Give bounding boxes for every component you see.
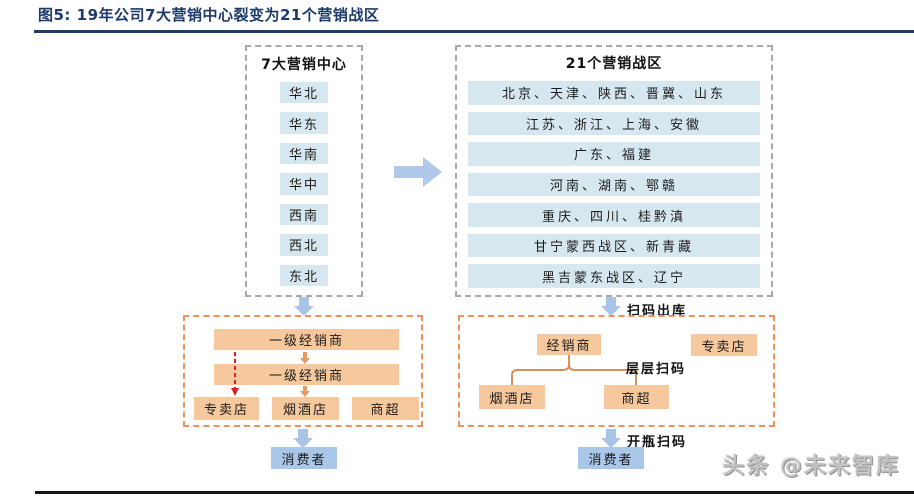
marketing-center-item: 华南 [280,142,328,165]
retailer-box: 烟酒店 [272,397,339,420]
war-zone-row: 广东、福建 [468,142,760,166]
retailer-box: 专卖店 [194,397,259,420]
war-zone-row: 重庆、四川、桂黔滇 [468,203,760,227]
tier2-dealer-box: 一级经销商 [214,364,399,385]
war-zone-row: 北京、天津、陕西、晋冀、山东 [468,81,760,105]
marketing-center-item: 华东 [280,112,328,134]
flow-arrow-down-icon [601,429,621,448]
flow-arrow-right-icon [394,157,442,187]
small-arrow-down-icon [300,386,310,397]
war-zone-row: 黑吉蒙东战区、辽宁 [468,264,760,289]
marketing-center-item: 西北 [280,234,328,256]
tier1-dealer-box: 一级经销商 [214,329,399,350]
marketing-center-item: 西南 [280,203,328,226]
bottom-divider [35,491,914,494]
flow-arrow-down-icon [293,429,313,448]
exclusive-store-box: 专卖店 [691,334,757,356]
marketing-center-item: 华中 [280,173,328,195]
retailer-box: 商超 [352,397,419,420]
war-zones-title: 21个营销战区 [565,56,663,72]
consumer-box: 消费者 [578,447,644,469]
dealer-box: 经销商 [537,334,601,355]
retailer-box: 商超 [604,385,669,409]
layer-scan-label: 层层扫码 [626,362,687,377]
small-arrow-down-icon [300,352,310,364]
war-zones-panel: 21个营销战区 北京、天津、陕西、晋冀、山东 江苏、浙江、上海、安徽 广东、福建… [455,45,773,297]
marketing-centers-panel: 7大营销中心 华北 华东 华南 华中 西南 西北 东北 [245,45,363,297]
marketing-center-item: 东北 [280,264,328,286]
consumer-box: 消费者 [271,447,337,469]
title-divider [34,30,914,33]
retailer-box: 烟酒店 [479,385,545,409]
marketing-centers-title: 7大营销中心 [261,57,347,73]
figure-title: 图5: 19年公司7大营销中心裂变为21个营销战区 [38,6,380,24]
flow-arrow-down-icon [601,297,621,316]
war-zone-row: 江苏、浙江、上海、安徽 [468,111,760,136]
marketing-center-item: 华北 [280,82,328,104]
new-channel-panel: 经销商 专卖店 层层扫码 烟酒店 商超 [458,315,775,427]
flow-arrow-down-icon [294,297,314,316]
dealer-bracket-connector [511,355,637,385]
watermark: 头条 @未来智库 [722,454,900,479]
old-channel-panel: 一级经销商 一级经销商 专卖店 烟酒店 商超 [183,315,423,427]
war-zone-row: 甘宁蒙西战区、新青藏 [468,233,760,258]
red-dashed-arrow-icon [227,350,243,397]
war-zone-row: 河南、湖南、鄂赣 [468,172,760,197]
open-bottle-scan-label: 开瓶扫码 [627,435,688,450]
